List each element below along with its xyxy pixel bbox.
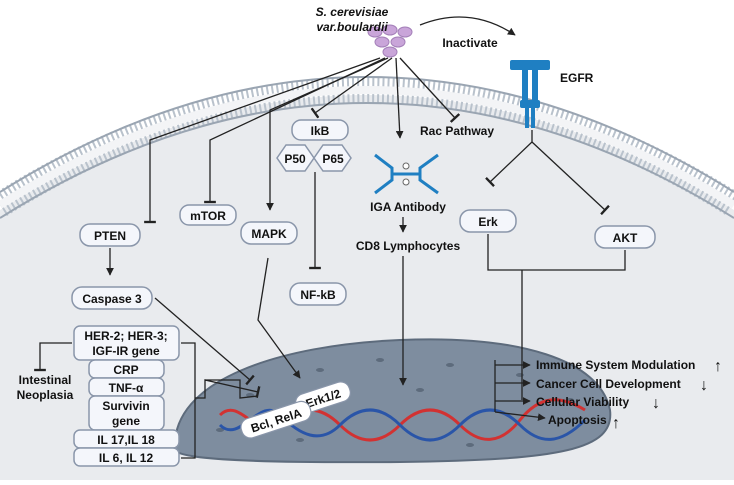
il612-box — [73, 447, 180, 467]
yeast-connections — [144, 57, 461, 224]
source-label-line1: S. cerevisiae — [316, 5, 389, 19]
nuclear-pores — [216, 358, 574, 447]
intestinal-label-line1: Intestinal — [19, 373, 72, 387]
outcome-cancer: Cancer Cell Development — [536, 377, 681, 391]
p50-label: P50 — [284, 152, 306, 166]
iga-antibody-icon — [374, 153, 439, 195]
source-label-line2: var.boulardii — [316, 20, 388, 34]
iga-antibody-label: IGA Antibody — [370, 200, 446, 214]
inactivate-arrow — [419, 16, 516, 36]
mtor-label: mTOR — [190, 209, 226, 223]
her-label-line2: IGF-IR gene — [92, 344, 160, 358]
egfr-receptor-icon — [510, 60, 550, 128]
pten-box — [79, 223, 141, 247]
outcome-immune: Immune System Modulation — [536, 358, 695, 372]
erk-akt-merge — [487, 234, 626, 400]
caspase3-label: Caspase 3 — [82, 292, 142, 306]
inactivate-label: Inactivate — [442, 36, 498, 50]
akt-label: AKT — [613, 231, 638, 245]
caspase-to-bcl-inhibit — [154, 297, 255, 386]
p65-hexagon — [313, 144, 352, 172]
tnf-label: TNF-α — [109, 381, 144, 395]
outcome-cancer-arrow: ↓ — [700, 377, 708, 394]
mapk-label: MAPK — [251, 227, 287, 241]
outcome-bracket — [494, 360, 546, 422]
erk-label: Erk — [478, 215, 498, 229]
erk-box — [459, 209, 517, 233]
survivin-label-line2: gene — [112, 414, 140, 428]
il612-label: IL 6, IL 12 — [99, 451, 154, 465]
pten-label: PTEN — [94, 229, 126, 243]
outcome-apoptosis: Apoptosis — [548, 413, 607, 427]
ikb-box — [291, 119, 349, 141]
p65-label: P65 — [322, 152, 344, 166]
cd8-label: CD8 Lymphocytes — [356, 239, 461, 253]
membrane-inner-edge — [0, 102, 734, 219]
egfr-label: EGFR — [560, 71, 594, 85]
nucleus — [173, 338, 612, 464]
outcome-viability: Cellular Viability — [536, 395, 629, 409]
membrane-outer-edge — [0, 76, 734, 193]
outcome-immune-arrow: ↑ — [714, 358, 722, 375]
ikb-label: IkB — [311, 124, 330, 138]
rac-pathway-label: Rac Pathway — [420, 124, 494, 138]
il1718-label: IL 17,IL 18 — [97, 433, 155, 447]
crp-label: CRP — [113, 363, 138, 377]
yeast-cluster-icon — [367, 24, 413, 58]
gene-stack — [73, 325, 180, 467]
outcome-apoptosis-arrow: ↑ — [612, 415, 620, 432]
outcome-viability-arrow: ↓ — [652, 395, 660, 412]
akt-box — [594, 225, 656, 249]
mtor-box — [179, 204, 237, 226]
membrane-core — [0, 86, 734, 209]
caspase3-box — [71, 286, 153, 310]
gene-brackets — [34, 342, 261, 459]
nfkb-label: NF-kB — [300, 288, 336, 302]
her-label-line1: HER-2; HER-3; — [84, 329, 167, 343]
nfkb-box — [289, 282, 347, 306]
egfr-branches — [485, 130, 610, 216]
mapk-to-erk12-arrow — [257, 257, 301, 379]
mapk-box — [240, 221, 298, 245]
survivin-label-line1: Survivin — [102, 399, 149, 413]
intestinal-label-line2: Neoplasia — [17, 388, 74, 402]
